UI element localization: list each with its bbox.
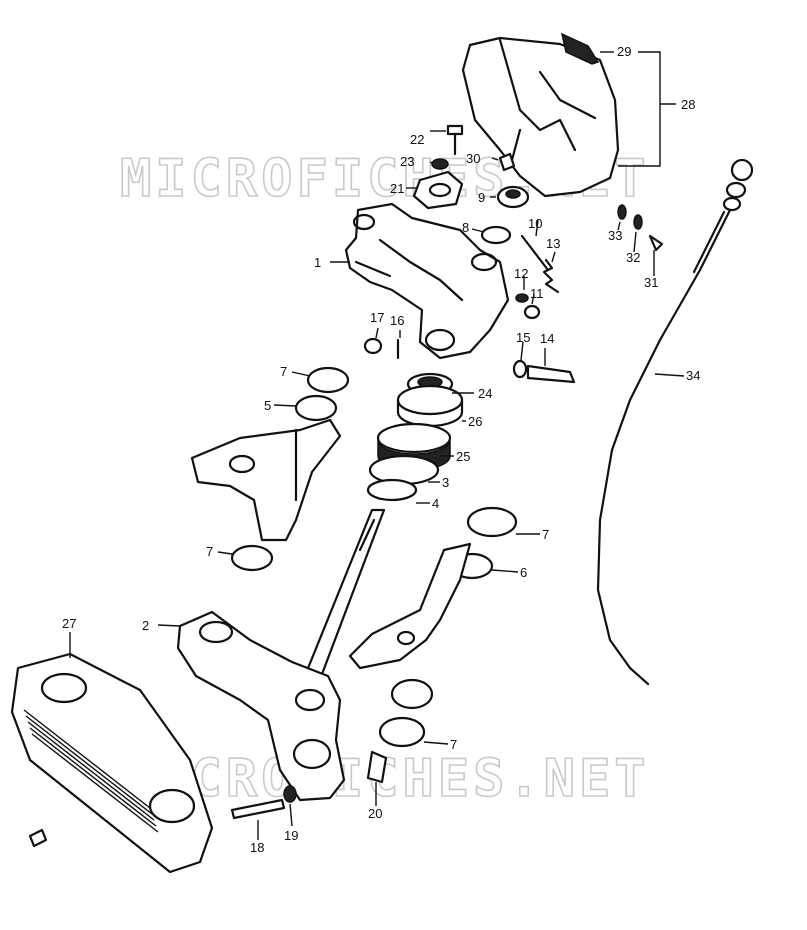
bolt-head-part [523,304,541,320]
ring-5-part [294,394,338,422]
callout-14: 14 [540,331,554,346]
seal-7d-part [378,716,426,748]
callout-22: 22 [410,132,424,147]
callout-16: 16 [390,313,404,328]
callout-26: 26 [468,414,482,429]
upper-bracket-part [344,202,510,360]
callout-6: 6 [520,565,527,580]
left-lamp-bracket-part [190,418,342,542]
callout-34: 34 [686,368,700,383]
callout-8: 8 [462,220,469,235]
clamp-nut-part [431,158,449,170]
callout-12: 12 [514,266,528,281]
pinch-bolt-part [520,234,550,272]
nut-17-part [363,337,383,355]
callout-7d: 7 [450,737,457,752]
bolt-18-part [230,798,286,820]
handlebar-clamp-part [412,170,464,210]
callout-17: 17 [370,310,384,325]
washer-15-part [512,359,528,379]
callout-18: 18 [250,840,264,855]
callout-19: 19 [284,828,298,843]
callout-3: 3 [442,475,449,490]
emblem-part [560,32,600,65]
bearing-stack-part [366,372,464,502]
lower-cover-part [10,652,214,874]
stem-nut-part [496,185,530,209]
right-lamp-bracket-part [348,542,472,710]
part-33 [617,204,627,220]
callout-10: 10 [528,216,542,231]
callout-31: 31 [644,275,658,290]
callout-29: 29 [617,44,631,59]
callout-5: 5 [264,398,271,413]
callout-4: 4 [432,496,439,511]
handlebar-cover-part [461,36,620,198]
clamp-bolt-part [446,124,464,156]
callout-27: 27 [62,616,76,631]
speedometer-cable-part [596,158,754,686]
callout-15: 15 [516,330,530,345]
callout-33: 33 [608,228,622,243]
callout-1: 1 [314,255,321,270]
callout-7a: 7 [280,364,287,379]
callout-2: 2 [142,618,149,633]
part-30 [498,152,516,172]
washer-small-part [515,293,529,303]
callout-11: 11 [530,286,544,301]
spring-part [542,258,560,294]
small-clip-part [28,828,48,848]
callout-21: 21 [390,181,404,196]
bolt-14-part [526,364,576,384]
clip-20-part [366,750,388,784]
callout-25: 25 [456,449,470,464]
callout-20: 20 [368,806,382,821]
callout-7c: 7 [542,527,549,542]
nut-19-part [283,785,297,803]
part-31 [648,234,664,252]
callout-24: 24 [478,386,492,401]
callout-30: 30 [466,151,480,166]
callout-7b: 7 [206,544,213,559]
seal-7c-part [466,506,518,538]
steering-stem-part [176,508,386,802]
seal-7b-part [230,544,274,572]
callout-13: 13 [546,236,560,251]
part-32 [633,214,643,230]
callout-labels: 29 28 22 23 30 21 9 8 10 13 1 12 11 33 3… [62,44,700,855]
leader-lines [69,51,685,840]
callout-23: 23 [400,154,414,169]
callout-32: 32 [626,250,640,265]
stem-washer-part [480,225,512,245]
callout-28: 28 [681,97,695,112]
callout-9: 9 [478,190,485,205]
seal-7a-part [306,366,350,394]
